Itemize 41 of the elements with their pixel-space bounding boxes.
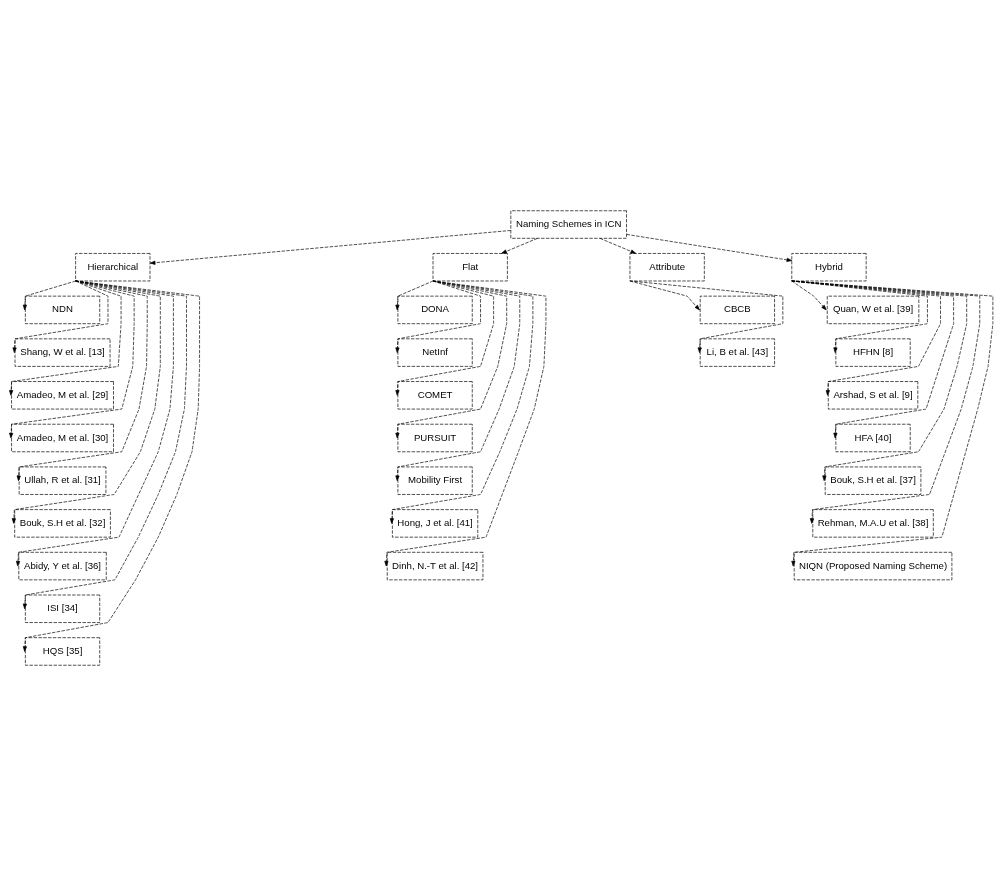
node-box: Bouk, S.H et al. [32]	[14, 509, 111, 538]
node-box: CBCB	[699, 295, 775, 325]
arrow	[791, 280, 941, 396]
arrow	[629, 280, 784, 353]
arrow	[12, 280, 109, 353]
arrow	[395, 280, 521, 482]
arrow	[16, 280, 174, 567]
arrow	[599, 238, 637, 254]
arrow	[384, 280, 547, 567]
arrow	[11, 280, 161, 524]
arrow	[791, 280, 968, 482]
arrow	[501, 238, 538, 254]
node-box: NDN	[25, 295, 101, 325]
arrow	[626, 234, 793, 262]
arrow	[395, 280, 508, 439]
node-box: Hierarchical	[75, 253, 151, 282]
node-box: ISI [34]	[25, 594, 101, 623]
node-box: Hybrid	[791, 253, 867, 282]
arrow	[149, 230, 512, 265]
arrow	[791, 280, 994, 567]
arrow	[16, 280, 148, 482]
arrow	[791, 280, 928, 353]
node-box: Rehman, M.A.U et al. [38]	[812, 509, 934, 538]
arrow	[395, 280, 494, 396]
node-box: Naming Schemes in ICN	[510, 210, 627, 239]
arrow	[395, 280, 481, 353]
node-box: HQS [35]	[25, 637, 101, 666]
arrow	[22, 280, 200, 652]
arrow	[791, 280, 827, 311]
node-box: Attribute	[629, 253, 705, 282]
arrow	[395, 280, 434, 311]
arrow	[9, 280, 122, 396]
node-box: Flat	[432, 253, 508, 282]
arrow	[389, 280, 534, 524]
arrow	[22, 280, 76, 311]
node-box: Quan, W et al. [39]	[826, 295, 920, 325]
arrow	[9, 280, 135, 439]
node-box: Hong, J et al. [41]	[392, 509, 479, 538]
arrow	[791, 280, 981, 524]
arrow	[22, 280, 187, 610]
arrow	[791, 280, 954, 439]
